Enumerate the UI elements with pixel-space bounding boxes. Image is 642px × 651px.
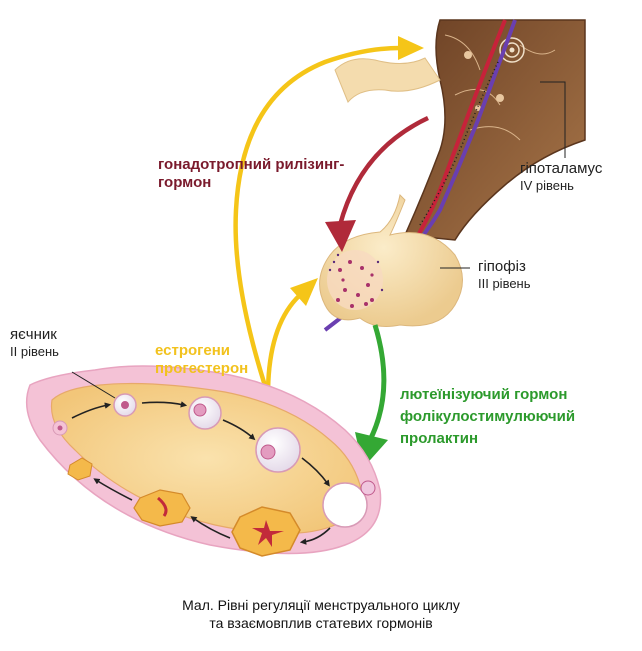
hypothalamus-leader-line [540, 81, 566, 158]
arrowhead-icon [398, 36, 424, 60]
egg-icon [360, 480, 376, 496]
ovulating-follicle-icon [322, 482, 368, 528]
ovary-illustration [25, 365, 382, 557]
lh-label: лютеїнізуючий гормон [400, 386, 568, 403]
neuron-icon [496, 94, 504, 102]
ovary-label: яєчник II рівень [10, 326, 59, 360]
neuron-icon [464, 51, 472, 59]
pituitary-hormones-arrow [367, 324, 387, 442]
arrowhead-icon [290, 278, 318, 306]
caption-line-2: та взаємовплив статевих гормонів [209, 615, 433, 632]
corpus-albicans-icon [133, 489, 191, 527]
brain-fold [334, 57, 441, 103]
arrowhead-icon [325, 220, 356, 252]
progesterone-label: прогестерон [155, 360, 249, 377]
pituitary-label: гіпофіз III рівень [478, 258, 531, 292]
prolactin-label: пролактин [400, 430, 479, 447]
ovary-leader-line [71, 371, 116, 399]
scar-icon [67, 457, 93, 481]
hypothalamus-name: гіпоталамус [520, 160, 603, 177]
pituitary-hormones-label: лютеїнізуючий гормон фолікулостимулюючий… [400, 386, 575, 448]
hypothalamus-level: IV рівень [520, 178, 574, 193]
figure-caption: Мал. Рівні регуляції менструального цикл… [0, 596, 642, 632]
pituitary-name: гіпофіз [478, 258, 526, 275]
pituitary-level: III рівень [478, 276, 531, 291]
caption-line-1: Мал. Рівні регуляції менструального цикл… [182, 597, 460, 613]
estrogen-feedback-to-pituitary-arrow [265, 293, 302, 396]
estrogens-label: естрогени [155, 342, 231, 359]
ovary-hormones-label: естрогени прогестерон [155, 342, 248, 378]
fsh-label: фолікулостимулюючий [400, 408, 576, 425]
pituitary-illustration [319, 193, 463, 327]
follicle-icon [255, 427, 301, 473]
releasing-hormone-line-2: гормон [158, 174, 212, 191]
ovary-level: II рівень [10, 344, 59, 359]
ovary-name: яєчник [10, 326, 57, 343]
releasing-hormone-label: гонадотропний рилізинг- гормон [158, 156, 344, 192]
estrogen-feedback-to-hypothalamus-arrow [233, 45, 401, 396]
releasing-hormone-line-1: гонадотропний рилізинг- [158, 156, 345, 173]
releasing-hormone-arrow [337, 115, 429, 226]
hypothalamus-label: гіпоталамус IV рівень [520, 160, 602, 194]
